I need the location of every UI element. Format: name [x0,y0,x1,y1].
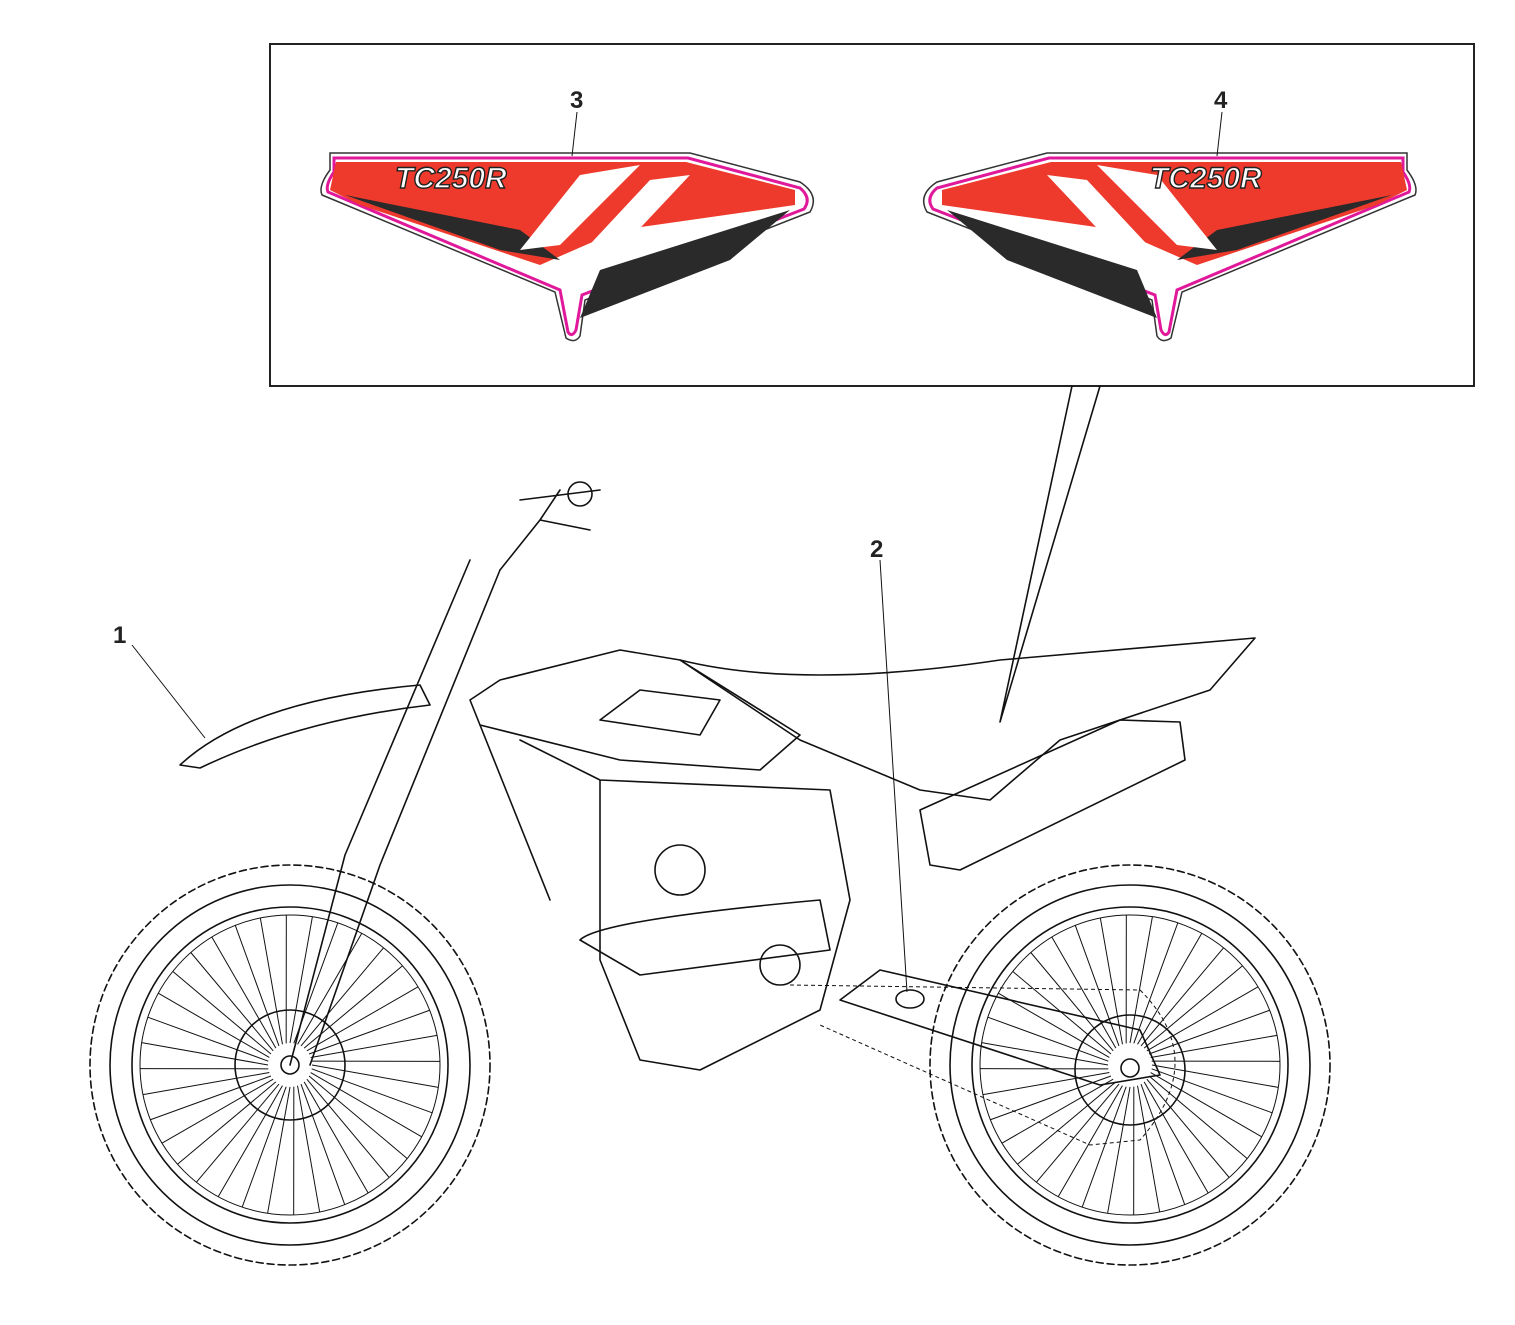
spoke [300,1083,346,1205]
spoke [177,1081,277,1165]
spoke [1137,933,1203,1045]
spoke [987,1016,1109,1062]
spoke [142,1072,270,1096]
spoke [1074,925,1120,1047]
callout-3: 3 [570,87,583,114]
spoke [1099,917,1123,1045]
decal-logo-text: TC250R [1150,162,1262,195]
knobby-tire [89,864,491,1266]
spoke [1148,1009,1270,1055]
spoke [161,1078,274,1144]
spoke [1051,936,1117,1049]
spoke [1017,1081,1117,1165]
leader-4 [1216,111,1223,157]
decal-4-right-shroud[interactable]: TC250R [922,152,1417,342]
shroud [469,649,801,771]
rear-wheel [929,864,1331,1266]
spoke [1137,1085,1161,1213]
spoke [300,947,384,1047]
exhaust-muffler [919,719,1186,871]
spoke [141,1042,269,1066]
spoke [311,1068,433,1114]
spoke [306,1078,390,1178]
rim [971,906,1289,1224]
spoke [196,1083,280,1183]
decal-2-marker[interactable] [895,989,925,1009]
spoke [1057,1085,1123,1197]
leader-1 [131,644,206,739]
spoke [1030,952,1114,1052]
leader-2 [879,559,908,993]
spoke [289,916,313,1044]
spoke [267,1086,291,1214]
drive-chain [789,984,1176,1146]
spoke [1140,947,1224,1047]
spoke [982,1072,1110,1096]
rear-sprocket [1074,1014,1186,1126]
front-brake-disc [234,1009,346,1121]
spoke [990,1075,1112,1121]
inset-pointer [999,385,1101,723]
spoke [1133,922,1179,1044]
spoke [297,933,363,1045]
spoke [150,1075,272,1121]
decal-logo-text: TC250R [395,162,507,195]
spoke [217,1085,283,1197]
spoke [1107,1086,1131,1214]
spoke [158,992,270,1058]
callout-1: 1 [113,622,126,649]
spoke [1036,1083,1120,1183]
spoke [998,992,1110,1058]
spoke [211,936,277,1049]
callout-2: 2 [870,536,883,563]
decal-3-left-shroud[interactable]: TC250R [320,152,815,342]
swingarm [839,969,1161,1086]
exhaust-header [579,899,831,976]
callout-4: 4 [1214,87,1228,114]
spoke [310,1072,422,1138]
spoke [1146,986,1259,1052]
spoke [311,1064,439,1088]
spoke [308,1009,430,1055]
spoke [1150,1072,1262,1138]
spoke [297,1085,321,1213]
frame [479,724,851,1071]
front-fender [179,684,431,769]
spoke [306,986,419,1052]
spoke [172,971,272,1055]
spoke [303,1081,369,1194]
spoke [1148,1075,1248,1159]
knobby-tire [929,864,1331,1266]
motorcycle-drawing [89,481,1331,1266]
front-fork [289,559,501,1066]
spoke [1146,1078,1230,1178]
seat [679,637,1256,801]
spoke [190,952,274,1052]
spoke [1129,916,1153,1044]
spoke [259,917,283,1045]
spoke [1140,1083,1186,1205]
spoke [241,1086,287,1208]
spoke [308,1075,408,1159]
spoke [1150,1034,1278,1058]
spoke [1151,1064,1279,1088]
spoke [981,1042,1109,1066]
spoke [1143,965,1243,1049]
spoke [1143,1081,1209,1194]
spoke [1151,1068,1273,1114]
spoke [1001,1078,1114,1144]
leader-3 [571,111,578,157]
spoke [234,925,280,1047]
spoke [310,1034,438,1058]
rim [131,906,449,1224]
spoke [1081,1086,1127,1208]
spoke [147,1016,269,1062]
handlebar [499,489,601,571]
